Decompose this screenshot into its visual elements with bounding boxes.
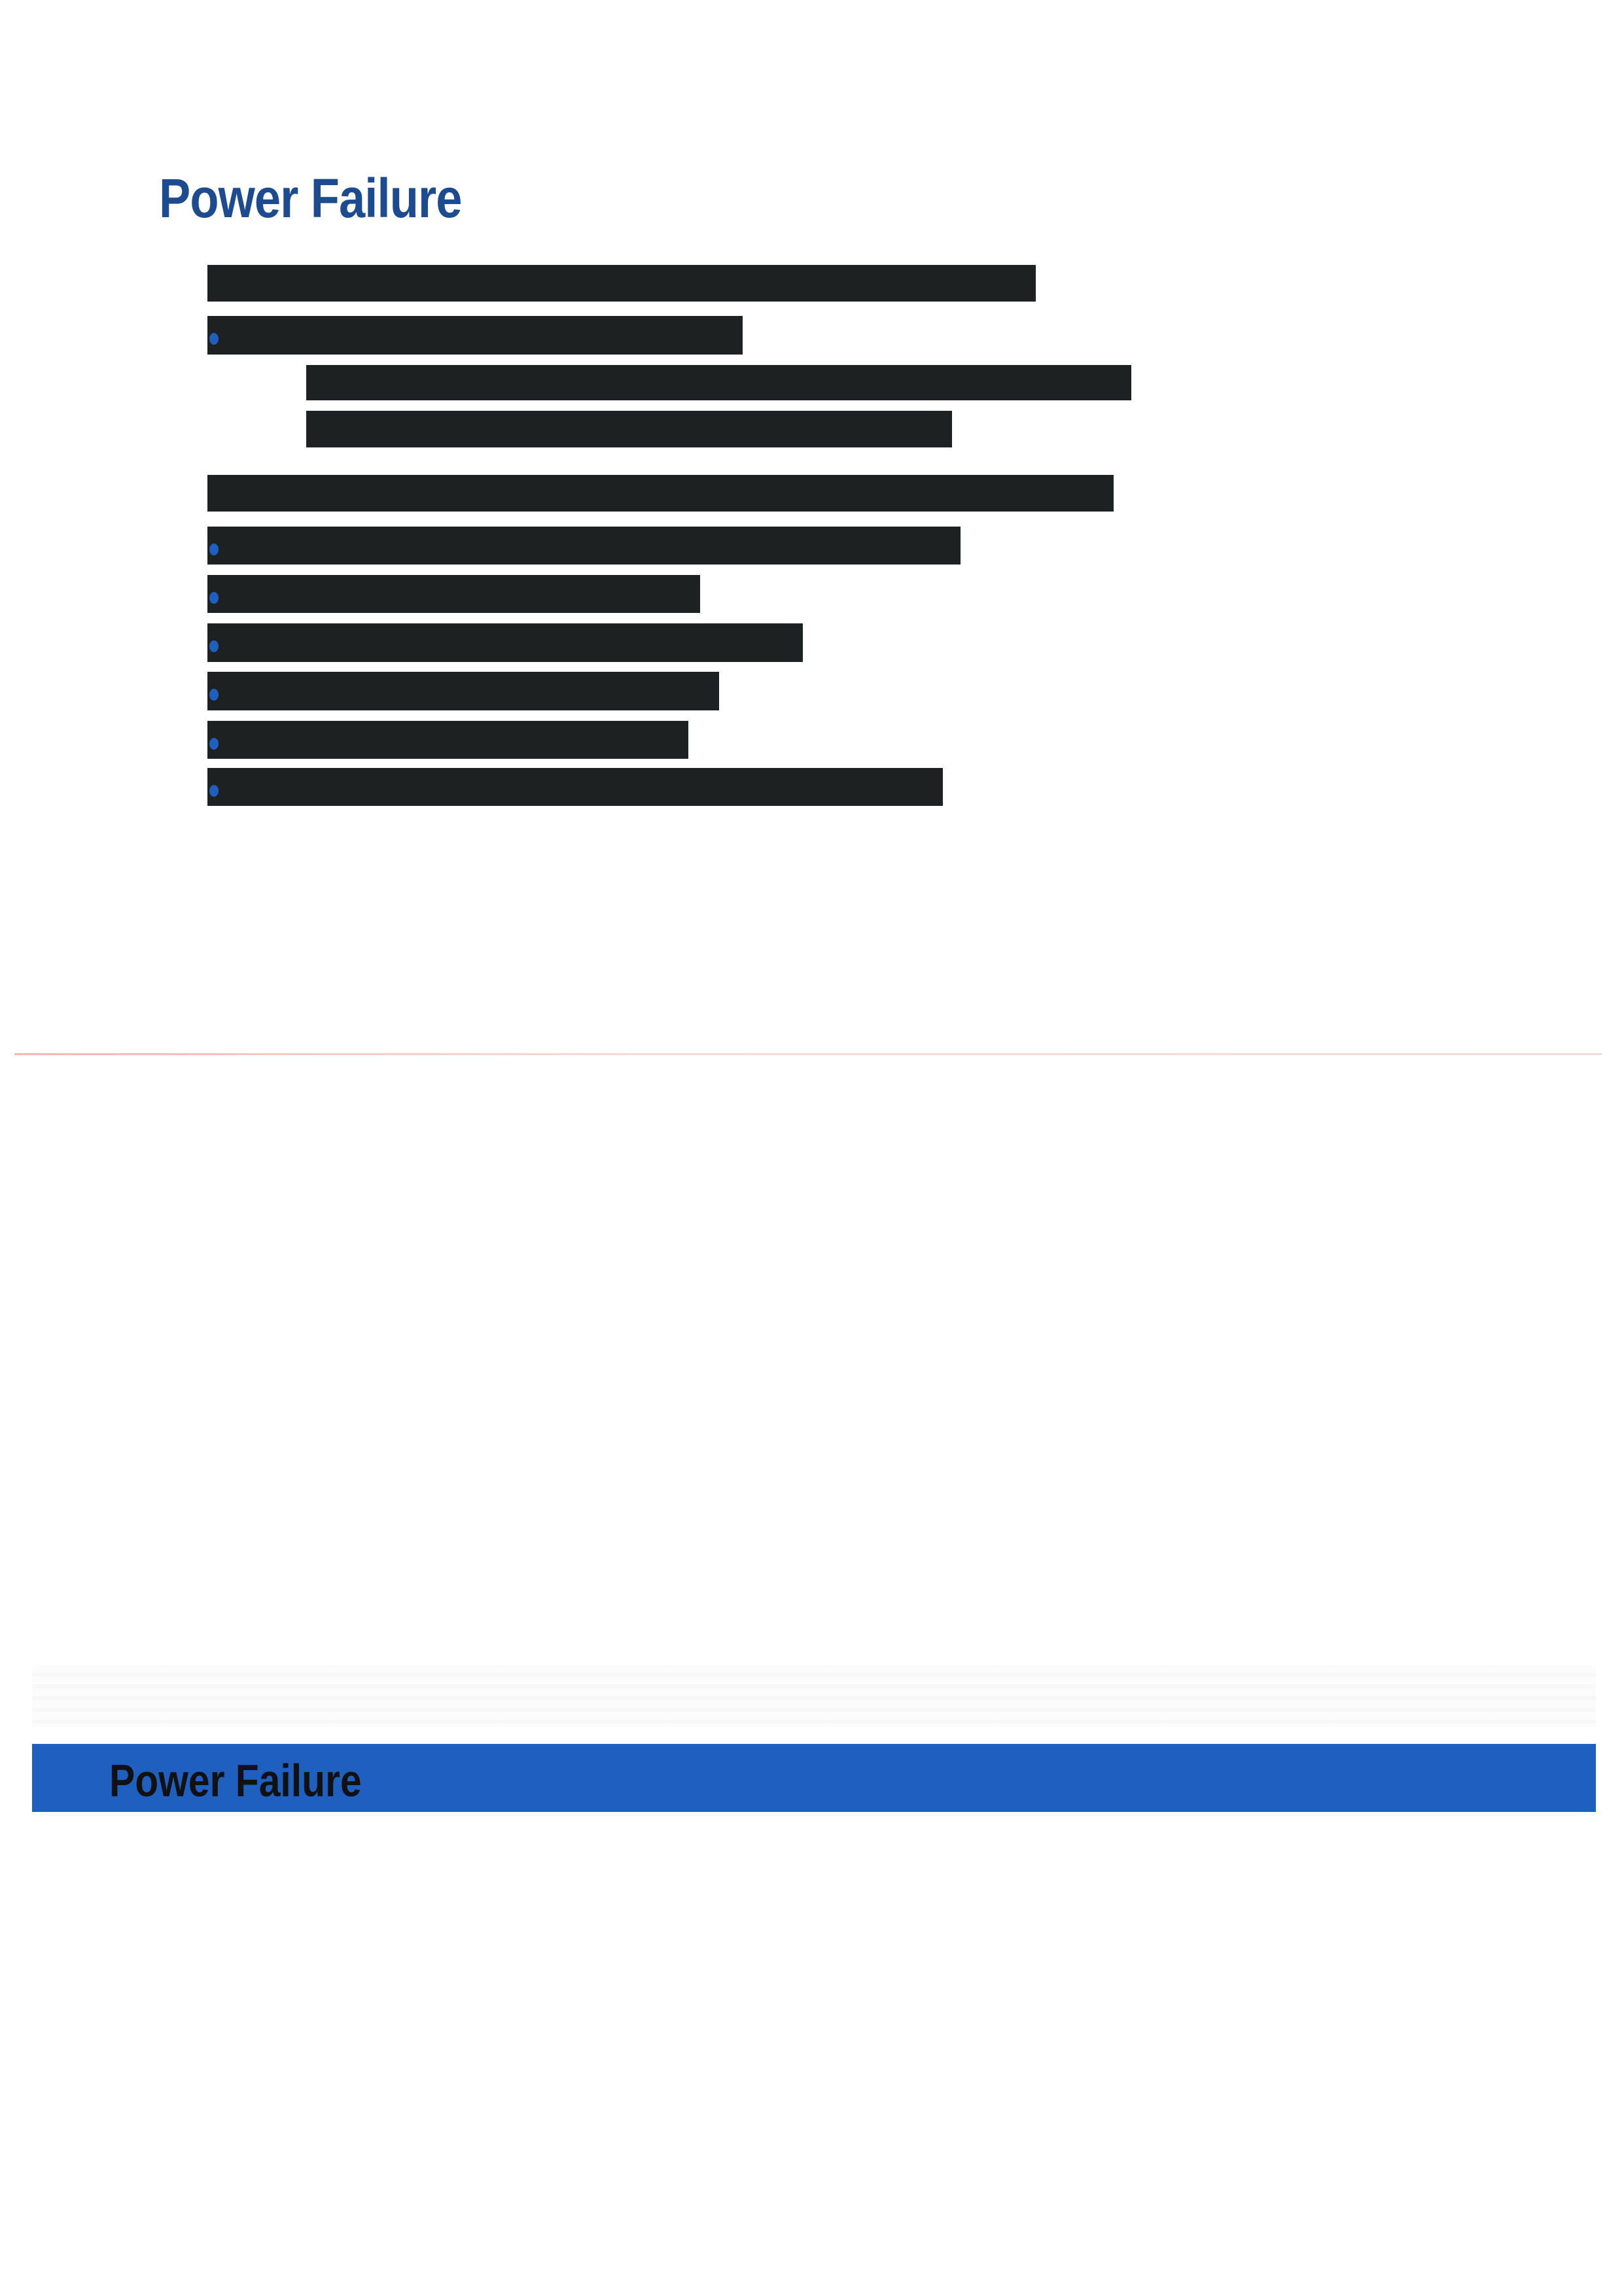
redacted-bullet-item	[207, 768, 943, 806]
redacted-bullet-item	[207, 623, 803, 662]
section-header-band: Power Failure	[32, 1744, 1596, 1812]
bullet-icon	[209, 543, 219, 555]
redacted-bullet-item	[207, 527, 961, 565]
redacted-bullet-item	[207, 721, 688, 759]
redacted-bullet-item	[207, 575, 700, 613]
bullet-icon	[209, 737, 219, 750]
redacted-subline	[306, 365, 1131, 400]
page-heading: Power Failure	[159, 167, 462, 229]
bullet-icon	[209, 640, 219, 653]
redacted-subline	[306, 411, 952, 447]
section-header-title: Power Failure	[109, 1755, 362, 1806]
redacted-bullet-item	[207, 672, 719, 710]
faint-bleedthrough-text	[32, 1665, 1596, 1727]
redacted-line	[207, 265, 1036, 302]
bullet-icon	[209, 689, 219, 701]
bullet-icon	[209, 591, 219, 604]
page-divider	[14, 1053, 1602, 1055]
redacted-bullet-item	[207, 316, 743, 355]
redacted-line	[207, 475, 1114, 512]
bullet-icon	[209, 333, 219, 345]
bullet-icon	[209, 784, 219, 797]
